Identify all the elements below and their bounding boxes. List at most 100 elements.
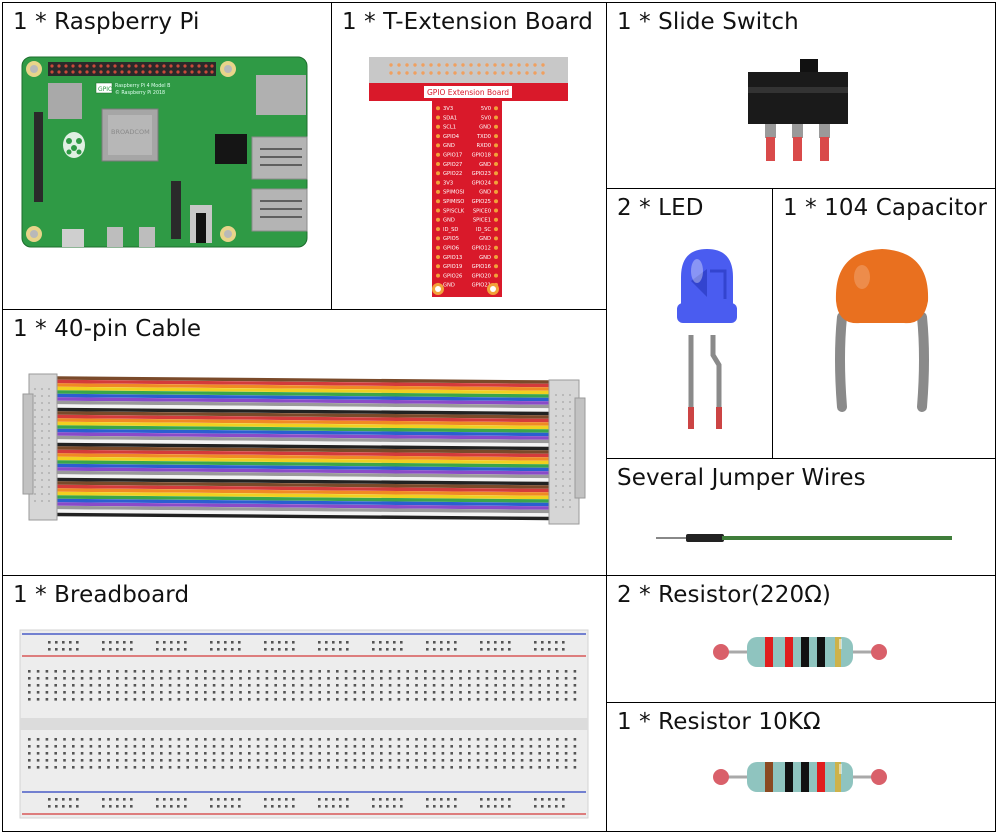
t-board-pin-label: GND [443,283,455,289]
breadboard-hole [107,759,110,762]
breadboard-hole [372,805,375,808]
breadboard-hole [285,798,288,801]
breadboard-hole [133,745,137,748]
breadboard-hole [116,752,119,755]
breadboard-hole [72,691,75,694]
breadboard-hole [529,766,533,769]
cell-led: 2 * LED [607,189,772,458]
breadboard-hole [292,698,295,701]
t-board-pin-dot [494,143,498,148]
breadboard-hole [538,766,541,769]
breadboard-hole [512,670,515,673]
breadboard-hole [503,745,506,748]
breadboard-hole [212,677,216,680]
breadboard-hole [285,805,288,808]
breadboard-hole [72,752,75,755]
breadboard-hole [327,698,330,701]
t-board-pin-dot [494,162,498,166]
breadboard-hole [480,641,483,644]
breadboard-hole [28,698,31,701]
t-board-pin-label: 5V0 [481,115,491,121]
breadboard-hole [548,641,551,644]
breadboard-hole [397,766,401,769]
t-board-pin-dot [436,134,440,139]
breadboard-hole [424,752,427,755]
t-board-pin-dot [436,171,440,176]
breadboard-hole [221,670,225,673]
breadboard-hole [300,766,304,769]
breadboard-hole [454,798,457,801]
t-board-pin-label: GPIO27 [443,162,462,168]
breadboard-hole [36,759,40,762]
breadboard-hole [248,691,251,694]
t-board-pin-dot [436,208,440,213]
breadboard-hole [142,766,145,769]
breadboard-hole [564,745,568,748]
ribbon-wire [56,376,550,384]
breadboard-hole [503,670,506,673]
breadboard-hole [177,798,180,801]
ribbon-wire [56,488,550,496]
t-board-pin-dot [436,199,440,204]
breadboard-hole [239,738,242,741]
t-board-pin-dot [494,255,498,259]
breadboard-hole [265,670,269,673]
breadboard-hole [388,684,392,687]
breadboard-hole [406,752,409,755]
breadboard-hole [440,798,443,801]
breadboard-hole [45,766,49,769]
breadboard-hole [494,684,497,687]
breadboard-hole [454,648,457,651]
breadboard-hole [573,752,577,755]
breadboard-hole [265,752,269,755]
breadboard-hole [186,698,189,701]
breadboard-hole [397,752,401,755]
breadboard-hole [212,752,216,755]
breadboard-hole [271,798,274,801]
breadboard-hole [54,759,57,762]
breadboard-hole [124,752,128,755]
breadboard-hole [336,677,339,680]
grid-divider-h3 [606,188,996,189]
breadboard-hole [168,759,172,762]
breadboard-hole [344,670,348,673]
t-board-pin-dot [436,245,440,250]
breadboard-hole [415,745,418,748]
breadboard-hole [538,698,541,701]
breadboard-hole [283,766,286,769]
ribbon-wire [56,456,550,465]
breadboard-hole [212,759,216,762]
breadboard-hole [501,648,504,651]
breadboard-hole [98,670,101,673]
breadboard-hole [432,698,436,701]
breadboard-hole [459,677,462,680]
breadboard-hole [124,670,128,673]
breadboard-hole [415,691,418,694]
breadboard-hole [538,738,541,741]
label-led: 2 * LED [617,195,704,221]
breadboard-hole [538,684,541,687]
breadboard-hole [332,805,335,808]
breadboard-hole [415,738,418,741]
breadboard-hole [555,805,558,808]
breadboard-hole [415,759,418,762]
breadboard-hole [541,648,544,651]
breadboard-hole [89,677,93,680]
breadboard-hole [221,698,225,701]
breadboard-hole [406,759,409,762]
breadboard-hole [327,684,330,687]
breadboard-hole [459,752,462,755]
breadboard-hole [541,805,544,808]
breadboard-hole [102,648,105,651]
breadboard-hole [440,641,443,644]
breadboard-hole [339,648,342,651]
breadboard-hole [98,698,101,701]
t-board-pin-dot [436,273,440,278]
breadboard-hole [556,759,559,762]
breadboard-hole [256,766,260,769]
breadboard-hole [362,745,365,748]
breadboard-hole [116,691,119,694]
breadboard-hole [441,738,445,741]
breadboard-hole [285,648,288,651]
breadboard-hole [107,684,110,687]
